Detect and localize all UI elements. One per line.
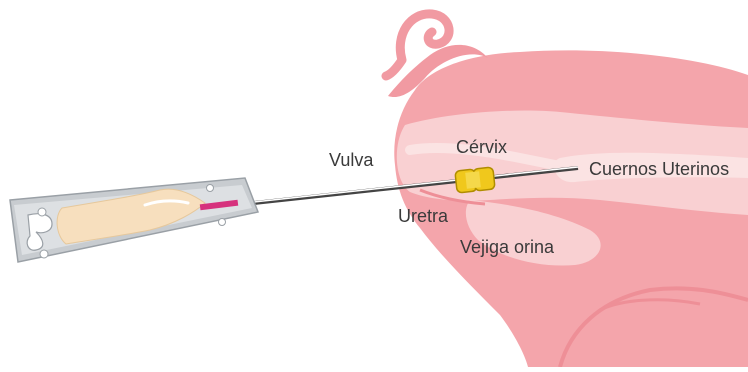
label-cuernos-uterinos: Cuernos Uterinos	[589, 160, 729, 178]
label-vulva: Vulva	[329, 151, 373, 169]
semen-blister	[10, 178, 258, 262]
label-uretra: Uretra	[398, 207, 448, 225]
label-cervix: Cérvix	[456, 138, 507, 156]
catheter-tip	[455, 167, 495, 193]
label-vejiga-orina: Vejiga orina	[460, 238, 554, 256]
